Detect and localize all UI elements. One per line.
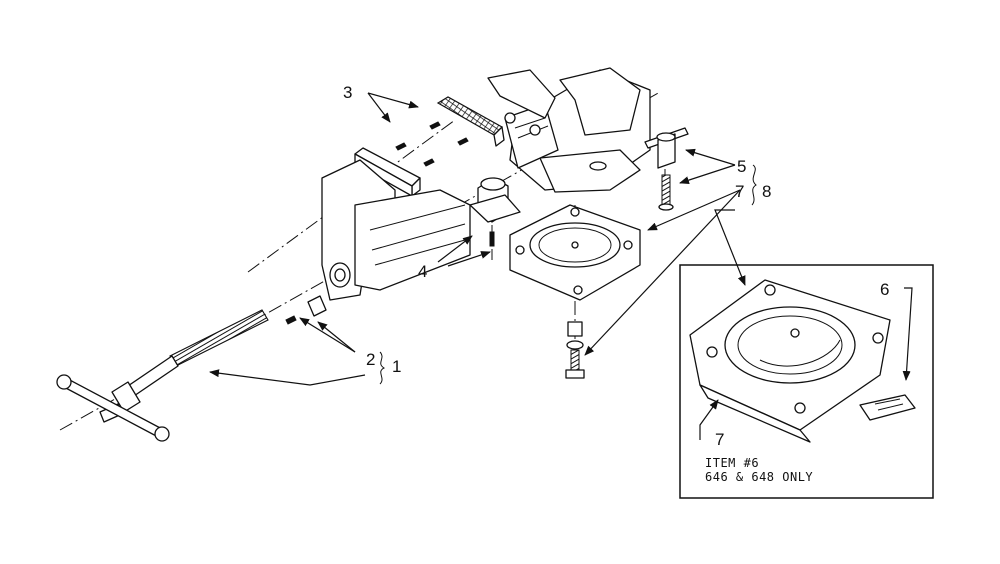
- thrust-parts: [285, 295, 327, 325]
- base-fasteners: [565, 321, 585, 379]
- callout-6: 6: [880, 280, 889, 299]
- leader-lines: [209, 92, 913, 440]
- swivel-base-center: [509, 204, 641, 301]
- item-6-part: [859, 394, 916, 421]
- screw-nut: [469, 177, 521, 247]
- jaw-insert-plain: [354, 147, 421, 197]
- inset-frame: [679, 264, 934, 499]
- lock-handle: [644, 127, 689, 211]
- callout-4: 4: [418, 262, 427, 281]
- callout-7-inset: 7: [715, 430, 724, 449]
- callout-labels: 3 4 5 7 8 2 1 6 7: [343, 83, 889, 449]
- inset-note-line1: ITEM #6: [705, 456, 759, 470]
- inset-note-line2: 646 & 648 ONLY: [705, 470, 813, 484]
- movable-jaw: [321, 159, 471, 301]
- fixed-jaw-body: [487, 67, 651, 193]
- inset-note: ITEM #6 646 & 648 ONLY: [705, 456, 813, 484]
- callout-7-top: 7: [735, 182, 744, 201]
- jaw-insert-knurled: [436, 96, 505, 147]
- callout-2: 2: [366, 350, 375, 369]
- swivel-base-inset: [689, 279, 891, 443]
- callout-5: 5: [737, 157, 746, 176]
- callout-1: 1: [392, 357, 401, 376]
- callout-8: 8: [762, 182, 771, 201]
- main-screw-handle: [56, 309, 269, 442]
- insert-screws: [395, 121, 469, 167]
- callout-3: 3: [343, 83, 352, 102]
